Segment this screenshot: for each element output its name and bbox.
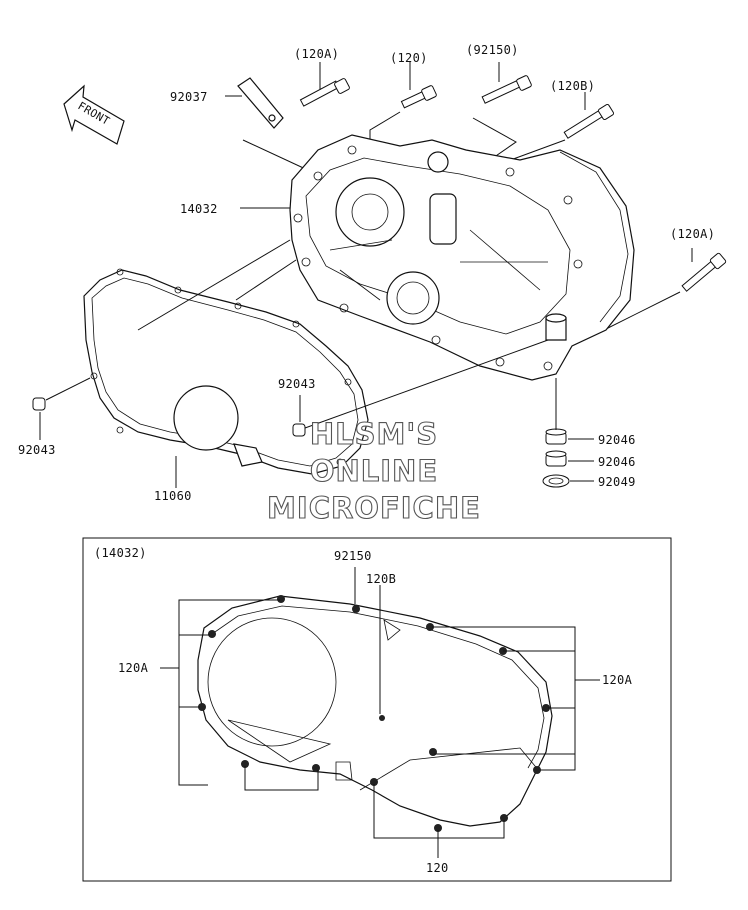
collar-92046-b[interactable]: [545, 450, 567, 467]
label-120b-top: (120B): [550, 79, 595, 93]
label-92046-a: 92046: [598, 433, 636, 447]
dowel-pin-mid[interactable]: [292, 423, 306, 437]
watermark-line-1: HLSM'S: [310, 417, 438, 451]
inset-cover-outline: [197, 595, 553, 827]
label-92043-left: 92043: [18, 443, 56, 457]
inset-label-120b: 120B: [366, 572, 396, 586]
bolt-92150-top[interactable]: [481, 75, 532, 104]
inset-label-120a-right: 120A: [602, 673, 633, 687]
bolt-120-top[interactable]: [400, 85, 437, 109]
label-92049: 92049: [598, 475, 636, 489]
inset-label-120-bottom: 120: [426, 861, 449, 875]
label-120-top: (120): [390, 51, 428, 65]
label-120a-top: (120A): [294, 47, 339, 61]
bolt-120a-right[interactable]: [681, 252, 727, 292]
inset-label-92150: 92150: [334, 549, 372, 563]
label-11060: 11060: [154, 489, 192, 503]
label-120a-right: (120A): [670, 227, 715, 241]
label-92046-b: 92046: [598, 455, 636, 469]
inset-frame: [82, 537, 672, 882]
label-92150-top: (92150): [466, 43, 519, 57]
leader-lines-top: [225, 62, 693, 331]
watermark-line-3: MICROFICHE: [267, 491, 481, 525]
inset-label-120a-left: 120A: [118, 661, 149, 675]
label-92037: 92037: [170, 90, 208, 104]
gasket-11060[interactable]: [83, 268, 369, 475]
label-92043-mid: 92043: [278, 377, 316, 391]
bolt-120a-top[interactable]: [299, 78, 350, 107]
inset-title: (14032): [94, 546, 147, 560]
inset-leaders: [160, 567, 600, 858]
watermark-line-2: ONLINE: [310, 454, 438, 488]
bolt-120b-top[interactable]: [563, 103, 615, 139]
collar-92046-a[interactable]: [545, 428, 567, 445]
label-14032: 14032: [180, 202, 218, 216]
dowel-pin-left[interactable]: [32, 397, 46, 411]
clutch-cover-14032[interactable]: [289, 134, 635, 381]
oil-seal-92049[interactable]: [542, 474, 570, 488]
bracket-92037[interactable]: [237, 77, 284, 129]
front-arrow-icon: FRONT: [63, 84, 125, 145]
